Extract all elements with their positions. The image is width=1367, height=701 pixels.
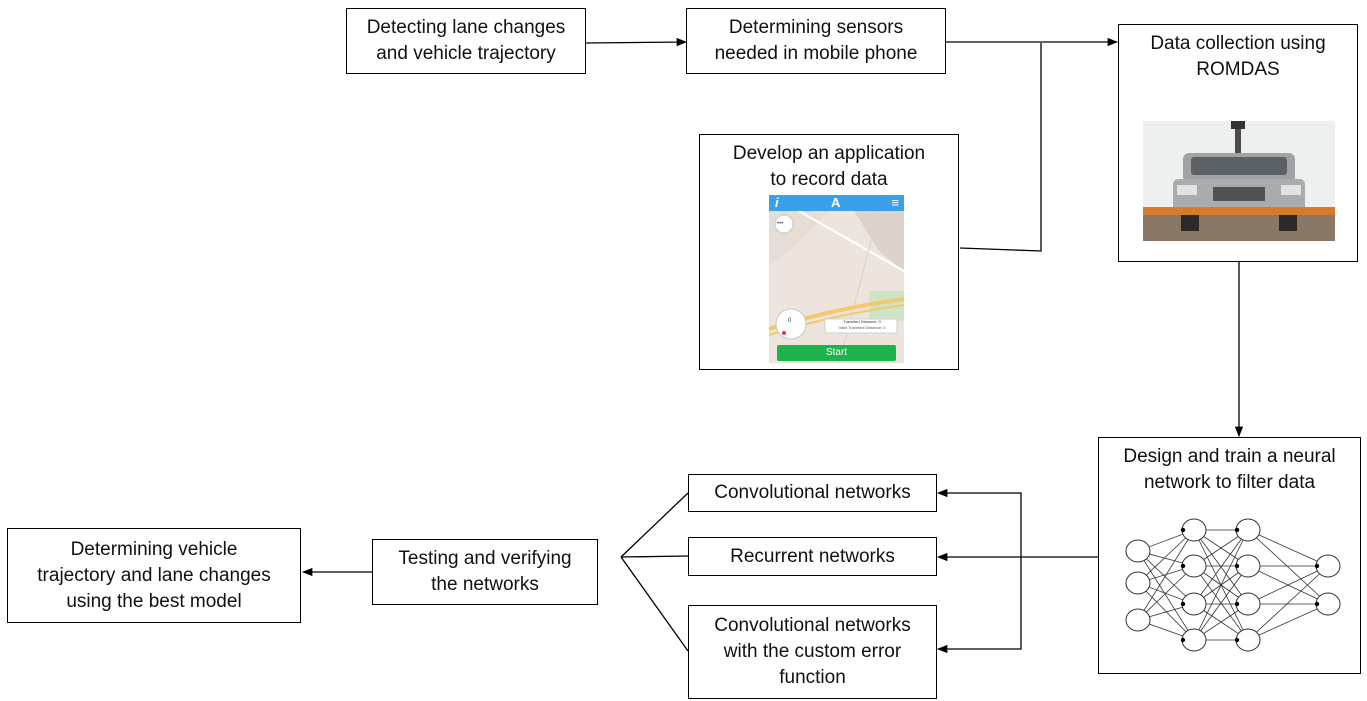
node-nn-line: Design and train a neural (1123, 446, 1336, 467)
node-app-line: to record data (770, 169, 888, 190)
node-custom-line: with the custom error (723, 641, 902, 662)
node-testing-line: the networks (431, 574, 539, 595)
node-romdas-line: ROMDAS (1196, 59, 1280, 80)
neural-network-diagram (1125, 518, 1341, 652)
node-detect-line: Detecting lane changes (366, 17, 566, 38)
more-options-icon: ••• (777, 221, 784, 227)
start-button[interactable]: Start (777, 345, 896, 361)
edge-detect-sensors (584, 37, 688, 47)
nn-connection (1137, 550, 1195, 605)
nn-input-dot (1180, 527, 1186, 533)
node-result-line: trajectory and lane changes (37, 564, 271, 586)
nn-connection (1247, 529, 1329, 567)
nn-input-dot (1314, 601, 1320, 607)
node-app: Develop an application to record data i … (699, 134, 959, 370)
nn-neuron (1315, 554, 1341, 578)
distance-sublabel: Vakil Travelled Distance: 0 (838, 325, 886, 330)
node-sensors-line: needed in mobile phone (714, 43, 918, 64)
nn-neuron (1125, 539, 1151, 563)
node-nn: Design and train a neural network to fil… (1098, 437, 1361, 674)
node-result-line: using the best model (66, 590, 242, 612)
nn-connection (1247, 565, 1329, 641)
nn-connection (1193, 529, 1249, 641)
nn-neuron (1181, 628, 1207, 652)
node-result-line: Determining vehicle (70, 538, 238, 560)
node-custom-line: Convolutional networks (714, 615, 911, 636)
speed-value: 0 (788, 318, 792, 324)
nn-input-dot (1314, 563, 1320, 569)
map-graphic (769, 211, 904, 363)
nn-input-dot (1180, 563, 1186, 569)
nn-input-dot (1180, 637, 1186, 643)
nn-connection (1137, 582, 1195, 641)
nn-connection (1137, 565, 1195, 621)
edge-branch-conv (936, 488, 1022, 557)
nn-input-dot (1234, 601, 1240, 607)
menu-icon: ≡ (891, 195, 899, 210)
nn-connection (1137, 529, 1195, 584)
nn-neuron (1181, 554, 1207, 578)
nn-connection (1137, 550, 1195, 641)
node-sensors-line: Determining sensors (728, 17, 904, 38)
node-recurrent: Recurrent networks (688, 537, 937, 576)
nn-neuron (1235, 592, 1261, 616)
app-screenshot: i A ≡ ••• 0 Travelled Distance: 0 (769, 195, 904, 363)
edge-app-romdas (959, 43, 1042, 252)
app-map: ••• 0 Travelled Distance: 0 Vakil Travel… (769, 211, 904, 363)
nn-neuron (1125, 571, 1151, 595)
nn-connection (1193, 565, 1249, 641)
nn-neuron (1235, 554, 1261, 578)
node-recurrent-line: Recurrent networks (730, 545, 895, 567)
nn-input-dot (1234, 563, 1240, 569)
node-nn-line: network to filter data (1143, 472, 1316, 493)
nn-input-dot (1234, 637, 1240, 643)
edge-testing-conv (620, 492, 689, 558)
node-custom: Convolutional networks with the custom e… (688, 605, 937, 699)
node-testing: Testing and verifying the networks (372, 539, 598, 605)
nn-neuron (1181, 592, 1207, 616)
node-romdas: Data collection using ROMDAS (1118, 24, 1358, 262)
edge-testing-recurrent (620, 555, 689, 558)
node-romdas-line: Data collection using (1150, 33, 1326, 54)
nn-neuron (1125, 608, 1151, 632)
node-custom-line: function (779, 667, 846, 688)
nn-connection (1247, 529, 1329, 605)
node-app-line: Develop an application (732, 143, 926, 164)
node-detect-line: and vehicle trajectory (376, 43, 556, 64)
nn-neuron (1235, 518, 1261, 542)
nn-input-dot (1180, 601, 1186, 607)
nn-connection (1247, 565, 1329, 605)
node-detect: Detecting lane changes and vehicle traje… (346, 8, 586, 74)
nn-connection (1137, 529, 1195, 621)
distance-label: Travelled Distance: 0 (843, 319, 881, 324)
node-conv-line: Convolutional networks (714, 482, 911, 503)
nn-input-dot (1234, 527, 1240, 533)
node-conv: Convolutional networks (688, 474, 937, 512)
nn-neuron (1315, 592, 1341, 616)
node-result: Determining vehicle trajectory and lane … (7, 528, 301, 623)
edge-testing-custom (620, 556, 689, 652)
nn-neuron (1181, 518, 1207, 542)
nn-connection (1247, 603, 1329, 641)
nn-connection (1193, 529, 1249, 605)
app-top-bar: i A ≡ (769, 195, 904, 211)
edge-branch-custom (936, 557, 1022, 654)
nn-neuron (1235, 628, 1261, 652)
node-testing-line: Testing and verifying (398, 548, 572, 569)
info-icon: i (775, 195, 779, 210)
romdas-vehicle-photo (1143, 121, 1335, 241)
node-sensors: Determining sensors needed in mobile pho… (686, 8, 946, 74)
navigation-icon: A (831, 195, 841, 210)
